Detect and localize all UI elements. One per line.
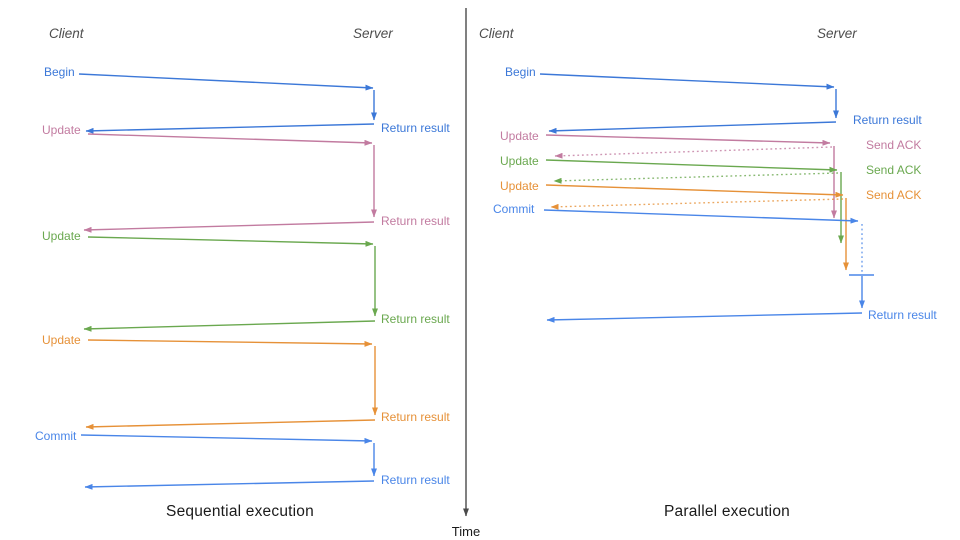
time-axis-label: Time <box>451 524 481 539</box>
parallel-execution-arrow <box>546 312 863 323</box>
parallel-execution-arrow <box>539 73 835 90</box>
parallel-execution-arrow <box>545 184 844 198</box>
caption-parallel-execution: Parallel execution <box>664 503 790 520</box>
message-label: Update <box>500 129 539 143</box>
parallel-execution-arrow <box>548 121 837 134</box>
message-label: Update <box>42 229 81 243</box>
message-label: Return result <box>381 214 450 228</box>
lifeline-header-client: Client <box>49 26 85 41</box>
parallel-execution-arrow <box>550 198 844 210</box>
message-label: Begin <box>505 65 536 79</box>
message-label: Send ACK <box>866 138 921 152</box>
lifeline-header-client: Client <box>479 26 515 41</box>
parallel-execution-arrow <box>543 209 859 224</box>
sequential-execution-arrow <box>83 320 376 332</box>
message-label: Return result <box>853 113 922 127</box>
sequential-execution-arrow <box>84 480 375 490</box>
sequential-execution-arrow <box>87 133 373 146</box>
sequential-execution-arrow <box>87 339 373 347</box>
caption-sequential-execution: Sequential execution <box>166 503 314 520</box>
sequential-execution-arrow <box>87 236 374 247</box>
message-label: Commit <box>493 202 535 216</box>
message-label: Return result <box>381 473 450 487</box>
message-label: Commit <box>35 429 77 443</box>
message-label: Send ACK <box>866 188 921 202</box>
message-label: Update <box>42 333 81 347</box>
sequential-execution-arrow <box>85 123 375 134</box>
parallel-execution-arrow <box>545 134 831 146</box>
message-label: Update <box>42 123 81 137</box>
parallel-execution-arrow <box>553 172 839 184</box>
sequential-execution-arrow <box>78 73 374 91</box>
sequential-execution-arrow <box>83 221 375 233</box>
message-label: Return result <box>381 410 450 424</box>
lifeline-header-server: Server <box>817 26 857 41</box>
message-label: Send ACK <box>866 163 921 177</box>
lifeline-header-server: Server <box>353 26 393 41</box>
message-label: Return result <box>381 121 450 135</box>
message-label: Update <box>500 154 539 168</box>
sequential-execution-arrow <box>80 434 373 444</box>
message-label: Return result <box>868 308 937 322</box>
message-label: Begin <box>44 65 75 79</box>
parallel-execution-arrow <box>554 146 833 159</box>
sequential-execution-arrow <box>85 419 376 430</box>
message-label: Return result <box>381 312 450 326</box>
message-label: Update <box>500 179 539 193</box>
parallel-execution-arrow <box>545 159 838 173</box>
